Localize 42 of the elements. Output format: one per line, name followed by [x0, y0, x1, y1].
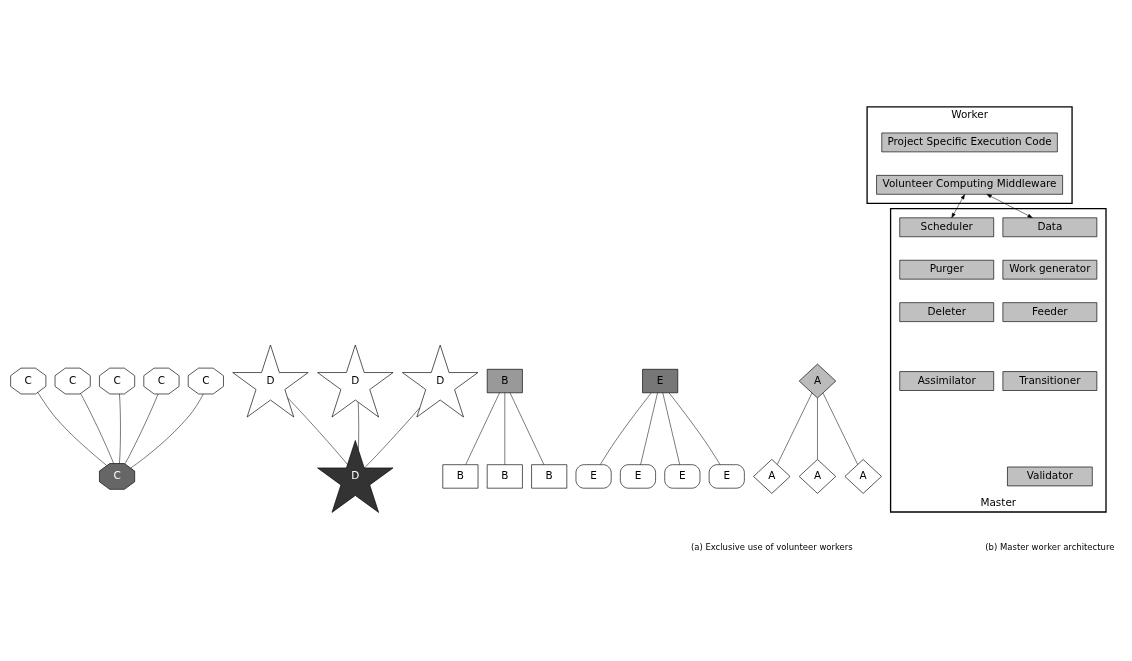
- connector: [119, 393, 121, 464]
- node-diamond: A: [798, 459, 837, 494]
- node-box: E: [642, 368, 679, 394]
- connector: [287, 397, 348, 465]
- node-box: E: [708, 464, 745, 489]
- node-box: E: [575, 464, 612, 489]
- node-box: E: [664, 464, 701, 489]
- connector: [124, 393, 159, 465]
- label: (b) Master worker architecture: [985, 541, 1115, 552]
- connector: [465, 392, 500, 465]
- node-box: Volunteer Computing Middleware: [876, 175, 1063, 195]
- connector: [640, 392, 658, 465]
- node-box: Validator: [1007, 466, 1093, 487]
- connector: [37, 392, 107, 466]
- label: (a) Exclusive use of volunteer workers: [690, 541, 853, 552]
- connector: [364, 407, 420, 469]
- node-diamond: A: [798, 363, 837, 399]
- node-box: Purger: [899, 259, 995, 280]
- connector: [822, 392, 858, 465]
- node-diamond: A: [753, 459, 791, 494]
- connector: [130, 393, 204, 469]
- connector: [80, 393, 114, 464]
- node-box: B: [531, 464, 568, 489]
- node-diamond: A: [844, 459, 882, 494]
- node-box: B: [486, 464, 523, 489]
- node-box: Feeder: [1002, 302, 1098, 322]
- arrow: [986, 194, 1033, 218]
- node-box: Deleter: [899, 302, 995, 322]
- node-box: B: [486, 368, 523, 394]
- node-box: B: [442, 464, 479, 489]
- arrow: [951, 194, 965, 218]
- node-box: Project Specific Execution Code: [881, 132, 1058, 153]
- node-box: E: [620, 464, 656, 489]
- node-box: Scheduler: [899, 217, 995, 238]
- node-box: Work generator: [1002, 259, 1098, 280]
- connector: [600, 392, 652, 465]
- node-box: Assimilator: [899, 371, 995, 391]
- connector: [662, 392, 680, 465]
- connector: [668, 392, 721, 465]
- connector: [777, 392, 813, 465]
- node-box: Data: [1002, 217, 1098, 238]
- node-box: Transitioner: [1002, 371, 1098, 391]
